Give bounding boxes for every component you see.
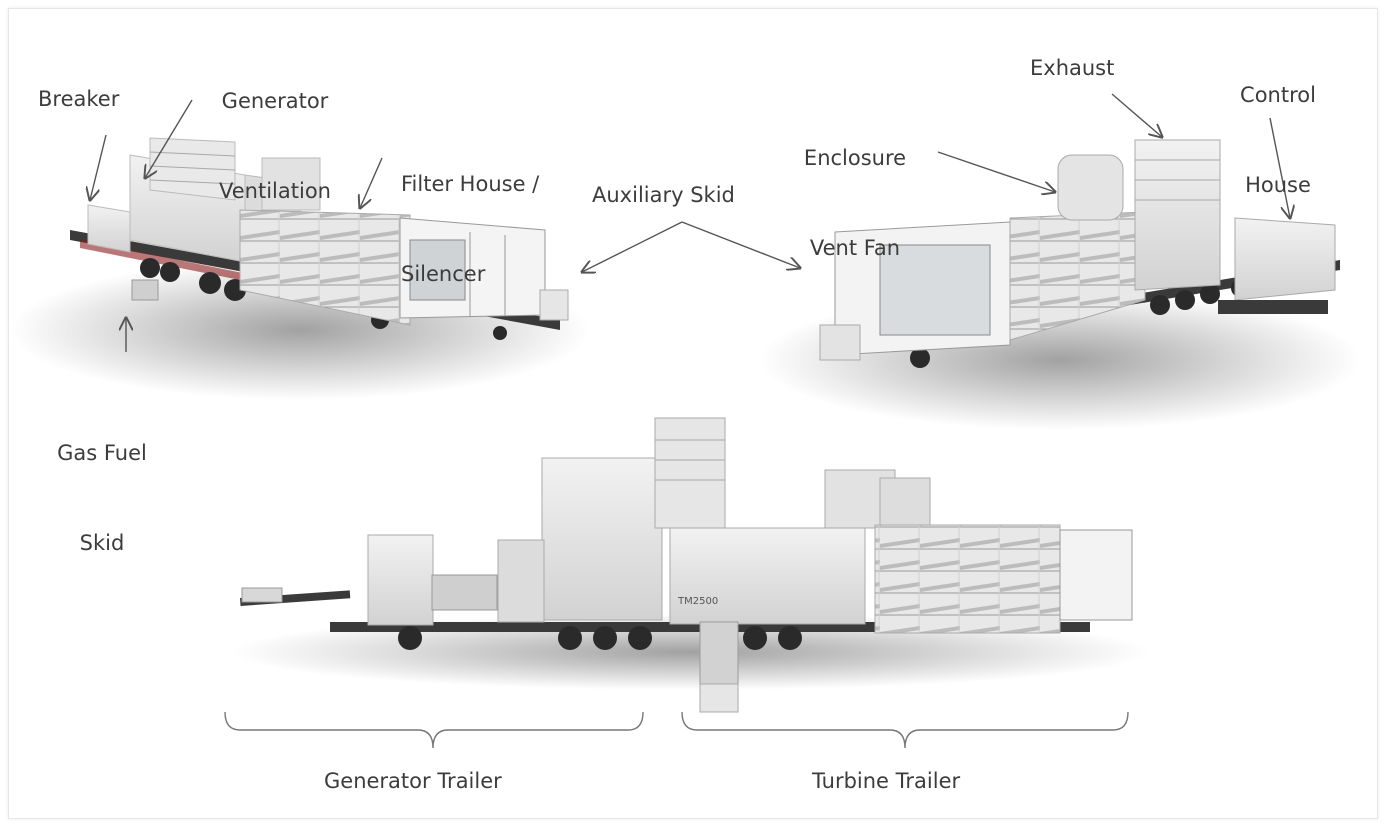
exhaust-label: Exhaust <box>1030 56 1115 80</box>
filter-house-line2: Silencer <box>401 262 486 286</box>
gas-fuel-skid-label: Gas Fuel Skid <box>40 378 164 588</box>
generator-ventilation-arrow <box>145 99 193 178</box>
enclosure-vent-fan-line2: Vent Fan <box>809 236 901 260</box>
auxiliary-skid-arrow-left <box>582 221 683 272</box>
generator-ventilation-line1: Generator <box>221 89 329 113</box>
auxiliary-skid-label: Auxiliary Skid <box>592 183 735 207</box>
top-right-trailer-photo <box>760 139 1360 430</box>
filter-house-arrow <box>360 157 383 208</box>
callout-arrows <box>90 93 1290 352</box>
filter-house-label: Filter House / Silencer <box>401 109 539 319</box>
gas-fuel-skid-line1: Gas Fuel <box>57 441 147 465</box>
breaker-arrow <box>90 134 107 200</box>
generator-ventilation-label: Generator Ventilation <box>198 26 352 236</box>
exhaust-arrow <box>1111 93 1162 137</box>
control-house-label: Control House <box>1220 20 1336 230</box>
enclosure-vent-fan-label: Enclosure Vent Fan <box>780 83 930 293</box>
turbine-trailer-label: Turbine Trailer <box>812 769 961 793</box>
enclosure-vent-fan-line1: Enclosure <box>803 146 907 170</box>
top-left-trailer-photo <box>10 137 590 400</box>
generator-ventilation-line2: Ventilation <box>219 179 331 203</box>
control-house-line1: Control <box>1240 83 1316 107</box>
bottom-trailer-photo: TM2500 <box>230 417 1150 713</box>
control-house-arrow <box>1269 117 1290 218</box>
turbine-trailer-bracket <box>681 711 1129 749</box>
gas-fuel-skid-line2: Skid <box>79 531 125 555</box>
generator-trailer-label: Generator Trailer <box>324 769 502 793</box>
auxiliary-skid-arrow-right <box>681 221 800 268</box>
breaker-label: Breaker <box>38 87 120 111</box>
unit-marking: TM2500 <box>677 596 718 607</box>
generator-trailer-bracket <box>224 711 644 749</box>
enclosure-vent-fan-arrow <box>937 151 1055 192</box>
filter-house-line1: Filter House / <box>401 172 540 196</box>
trailer-brackets <box>224 711 1129 749</box>
control-house-line2: House <box>1245 173 1311 197</box>
